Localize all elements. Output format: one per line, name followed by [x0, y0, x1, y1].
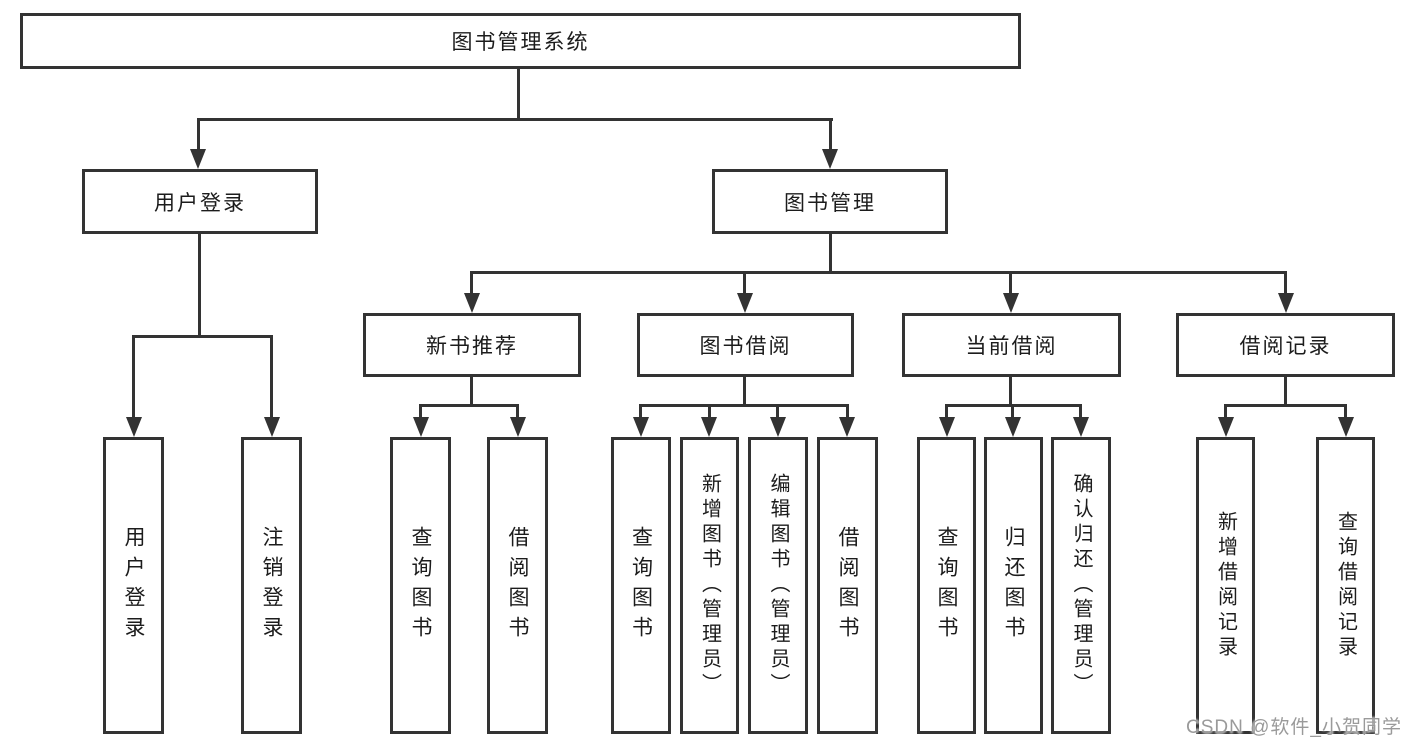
arrowhead-down-add-borrow-record [1218, 417, 1234, 437]
arrowhead-down-edit-book [770, 417, 786, 437]
connector-drop-new-book [470, 271, 473, 295]
node-book-management: 图书管理 [712, 169, 948, 234]
node-book-management-label: 图书管理 [784, 191, 876, 215]
connector-book-borrowing-rail [639, 404, 849, 407]
connector-drop-leaf-logout [270, 335, 273, 417]
leaf-user-login: 用户登录 [103, 437, 164, 734]
leaf-user-login-label: 用户登录 [122, 525, 145, 646]
leaf-query-books-borrowing: 查询图书 [611, 437, 671, 734]
connector-drop-query-books-d [945, 404, 948, 418]
arrowhead-down-book-management [822, 149, 838, 169]
leaf-query-books-recommend-label: 查询图书 [409, 525, 432, 646]
connector-drop-book-management [829, 118, 832, 151]
leaf-borrow-books-borrowing: 借阅图书 [817, 437, 878, 734]
arrowhead-down-return-books [1005, 417, 1021, 437]
arrowhead-down-borrow-books-c [839, 417, 855, 437]
connector-drop-query-borrow-record [1344, 404, 1347, 418]
leaf-confirm-return-admin: 确认归还（管理员） [1051, 437, 1111, 734]
connector-user-login-rail [132, 335, 273, 338]
leaf-borrow-books-recommend-label: 借阅图书 [506, 525, 529, 646]
arrowhead-down-book-borrowing [737, 293, 753, 313]
node-current-borrowing-label: 当前借阅 [965, 335, 1058, 358]
csdn-watermark: CSDN @软件_小贺同学 [1186, 717, 1402, 738]
leaf-add-borrow-record: 新增借阅记录 [1196, 437, 1255, 734]
leaf-query-books-recommend: 查询图书 [390, 437, 451, 734]
connector-drop-borrow-books-c [846, 404, 849, 418]
arrowhead-down-confirm-return [1073, 417, 1089, 437]
leaf-query-borrow-record: 查询借阅记录 [1316, 437, 1375, 734]
arrowhead-down-query-books-b [413, 417, 429, 437]
connector-book-borrowing-stem [743, 377, 746, 407]
arrowhead-down-new-book [464, 293, 480, 313]
leaf-logout: 注销登录 [241, 437, 302, 734]
leaf-logout-label: 注销登录 [260, 525, 283, 646]
arrowhead-down-borrowing-records [1278, 293, 1294, 313]
leaf-borrow-books-recommend: 借阅图书 [487, 437, 548, 734]
leaf-query-books-borrowing-label: 查询图书 [629, 525, 653, 646]
arrowhead-down-query-borrow-record [1338, 417, 1354, 437]
arrowhead-down-leaf-user-login [126, 417, 142, 437]
leaf-add-borrow-record-label: 新增借阅记录 [1214, 510, 1237, 661]
leaf-borrow-books-borrowing-label: 借阅图书 [836, 525, 859, 646]
node-library-management-system: 图书管理系统 [20, 13, 1021, 69]
arrowhead-down-borrow-books-b [510, 417, 526, 437]
leaf-query-books-current-label: 查询图书 [935, 525, 958, 646]
connector-borrowing-records-stem [1284, 377, 1287, 407]
node-book-borrowing-label: 图书借阅 [699, 335, 792, 358]
connector-borrowing-records-rail [1224, 404, 1347, 407]
connector-book-management-rail [470, 271, 1287, 274]
connector-new-book-stem [470, 377, 473, 407]
leaf-add-book-admin-label: 新增图书（管理员） [698, 473, 721, 698]
connector-root-stem [517, 69, 520, 119]
connector-drop-add-borrow-record [1224, 404, 1227, 418]
node-borrowing-records-label: 借阅记录 [1239, 335, 1332, 358]
arrowhead-down-query-books-c [633, 417, 649, 437]
connector-drop-user-login [197, 118, 200, 151]
arrowhead-down-add-book [701, 417, 717, 437]
connector-drop-borrowing-records [1284, 271, 1287, 295]
connector-book-management-stem [829, 234, 832, 273]
connector-drop-current-borrowing [1009, 271, 1012, 295]
node-borrowing-records: 借阅记录 [1176, 313, 1395, 377]
connector-drop-confirm-return [1079, 404, 1082, 418]
arrowhead-down-leaf-logout [264, 417, 280, 437]
node-new-book-recommendation: 新书推荐 [363, 313, 581, 377]
leaf-add-book-admin: 新增图书（管理员） [680, 437, 739, 734]
arrowhead-down-query-books-d [939, 417, 955, 437]
connector-current-borrowing-stem [1009, 377, 1012, 407]
connector-drop-return-books [1011, 404, 1014, 418]
node-user-login: 用户登录 [82, 169, 318, 234]
connector-drop-borrow-books-b [516, 404, 519, 418]
connector-drop-query-books-b [419, 404, 422, 418]
leaf-query-borrow-record-label: 查询借阅记录 [1334, 510, 1357, 661]
node-new-book-recommendation-label: 新书推荐 [426, 335, 518, 358]
connector-root-rail [197, 118, 833, 121]
leaf-edit-book-admin-label: 编辑图书（管理员） [767, 473, 789, 698]
connector-user-login-stem [198, 234, 201, 336]
connector-drop-add-book [708, 404, 711, 418]
connector-drop-leaf-user-login [132, 335, 135, 417]
connector-drop-book-borrowing [743, 271, 746, 295]
arrowhead-down-user-login [190, 149, 206, 169]
leaf-confirm-return-admin-label: 确认归还（管理员） [1070, 473, 1092, 698]
connector-new-book-rail [419, 404, 519, 407]
connector-drop-edit-book [776, 404, 779, 418]
leaf-return-books-label: 归还图书 [1002, 525, 1025, 646]
leaf-return-books: 归还图书 [984, 437, 1043, 734]
node-current-borrowing: 当前借阅 [902, 313, 1121, 377]
node-book-borrowing: 图书借阅 [637, 313, 854, 377]
connector-drop-query-books-c [639, 404, 642, 418]
node-library-management-system-label: 图书管理系统 [451, 31, 590, 54]
arrowhead-down-current-borrowing [1003, 293, 1019, 313]
node-user-login-label: 用户登录 [154, 191, 246, 215]
leaf-edit-book-admin: 编辑图书（管理员） [748, 437, 808, 734]
leaf-query-books-current: 查询图书 [917, 437, 976, 734]
